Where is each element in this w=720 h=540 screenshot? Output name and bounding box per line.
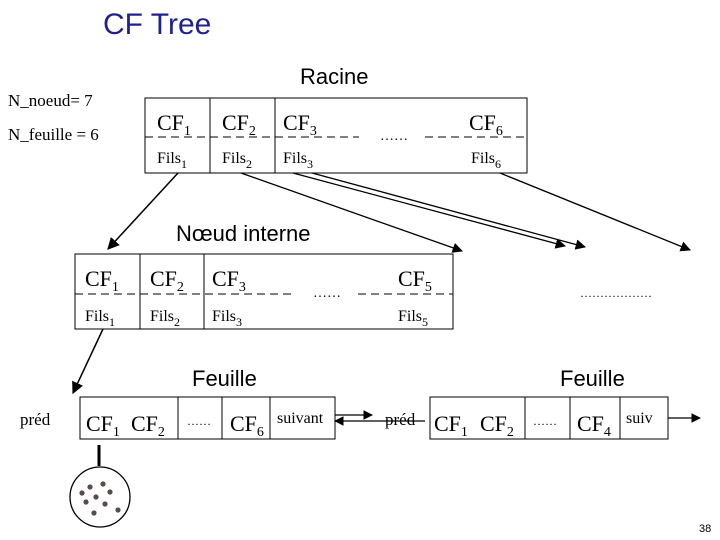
root-child-3-arrow <box>311 172 587 250</box>
internal-cf-2: CF2 <box>150 266 184 295</box>
leaf-title-left: Feuille <box>192 366 257 391</box>
internal-child-3: Fils3 <box>212 308 242 329</box>
leaf2-cf-1: CF1 <box>434 411 468 440</box>
root-node-title: Racine <box>300 64 369 89</box>
root-child-6: Fils6 <box>471 150 501 171</box>
internal-cf-3: CF3 <box>212 266 246 295</box>
leaf-title-right: Feuille <box>560 366 625 391</box>
cluster-point <box>107 489 113 495</box>
internal-child-1: Fils1 <box>85 308 115 329</box>
root-child-3: Fils3 <box>283 150 313 171</box>
internal-node: CF1 CF2 CF3 CF5 …… Fils1 Fils2 Fils3 Fil… <box>74 253 454 330</box>
root-child-6-arrow <box>499 172 691 252</box>
leaf-count-label: N_feuille = 6 <box>8 125 99 144</box>
leaf1-ellipsis: …… <box>187 414 211 428</box>
cluster-point <box>83 499 89 505</box>
root-cf-1: CF1 <box>157 110 191 139</box>
cluster-point <box>79 490 85 496</box>
leaf1-cf-1: CF1 <box>86 411 120 440</box>
leaf1-cf-2: CF2 <box>131 411 165 440</box>
leaf2-cf-4: CF4 <box>577 411 611 440</box>
cluster-point <box>115 507 121 513</box>
root-child-1: Fils1 <box>157 150 187 171</box>
root-cf-3: CF3 <box>283 110 317 139</box>
internal-ellipsis: …… <box>313 286 341 301</box>
cluster-point <box>102 501 108 507</box>
root-child-3-arrow <box>292 172 567 249</box>
cluster-point <box>93 494 99 500</box>
node-count-label: N_noeud= 7 <box>8 91 93 110</box>
internal-cf-1: CF1 <box>85 266 119 295</box>
leaf2-prev-label: préd <box>385 410 416 429</box>
root-cf-6: CF6 <box>469 110 503 139</box>
leaf2-ellipsis: …… <box>533 414 557 428</box>
internal-child-5: Fils5 <box>398 308 428 329</box>
internal-node-box <box>74 253 454 330</box>
cluster-icon <box>69 466 131 528</box>
slide-title: CF Tree <box>103 8 212 41</box>
leaf2-next-label: suiv <box>626 410 653 427</box>
internal-cf-5: CF5 <box>398 266 432 295</box>
root-to-internal-arrow <box>107 172 179 250</box>
root-child-2: Fils2 <box>222 150 252 171</box>
leaf-node-left: préd CF1 CF2 …… CF6 suivant <box>20 396 336 440</box>
cluster-point <box>100 481 106 487</box>
root-node-box <box>144 97 528 174</box>
page-number: 38 <box>699 523 712 535</box>
cluster-circle <box>69 466 131 528</box>
root-cf-2: CF2 <box>222 110 256 139</box>
root-child-2-arrow <box>240 172 463 253</box>
internal-to-leaf-arrow <box>72 328 104 395</box>
leaf2-cf-2: CF2 <box>480 411 514 440</box>
cluster-point <box>91 510 97 516</box>
leaf1-cf-6: CF6 <box>230 411 264 440</box>
leaf1-next-label: suivant <box>277 410 324 427</box>
internal-side-ellipsis: ……………… <box>580 286 652 300</box>
internal-node-title: Nœud interne <box>176 221 311 246</box>
root-ellipsis: …… <box>380 129 408 144</box>
leaf1-prev-label: préd <box>20 410 51 429</box>
cluster-point <box>87 484 93 490</box>
root-node: CF1 CF2 CF3 CF6 …… Fils1 Fils2 Fils3 Fil… <box>144 97 528 174</box>
internal-child-2: Fils2 <box>150 308 180 329</box>
leaf-node-right: préd CF1 CF2 …… CF4 suiv <box>385 396 669 440</box>
